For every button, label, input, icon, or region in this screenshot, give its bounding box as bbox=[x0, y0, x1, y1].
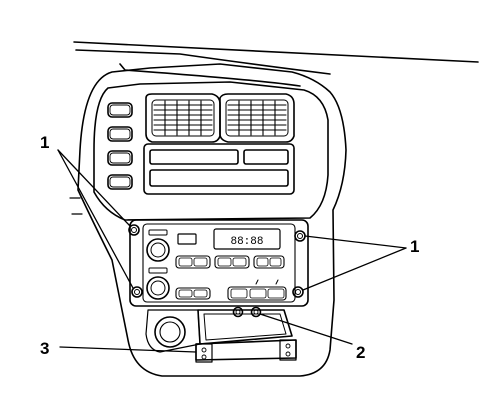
cigarette-lighter[interactable] bbox=[154, 316, 186, 348]
radio-mounting-screw-bottom-right[interactable] bbox=[292, 286, 304, 298]
radio-volume-knob[interactable] bbox=[146, 238, 170, 262]
radio-mounting-screw-top-left[interactable] bbox=[128, 224, 140, 236]
dash-top-line bbox=[73, 41, 479, 63]
switch-button-4[interactable] bbox=[107, 174, 133, 190]
radio-tune-knob[interactable] bbox=[146, 276, 170, 300]
radio-mounting-screw-bottom-left[interactable] bbox=[131, 286, 143, 298]
info-display-window-right bbox=[243, 149, 289, 165]
callout-number-mount-screws-right: 1 bbox=[410, 237, 419, 256]
left-air-vent[interactable] bbox=[145, 93, 221, 143]
center-stack-inner-bezel bbox=[93, 81, 329, 221]
info-display-panel bbox=[143, 143, 295, 195]
callout-number-storage-bin-bracket: 3 bbox=[40, 339, 49, 358]
center-stack-outer-bezel bbox=[77, 63, 347, 377]
lower-compartment-opening bbox=[145, 309, 201, 353]
radio-small-button[interactable] bbox=[177, 233, 197, 245]
radio-faceplate bbox=[129, 219, 309, 307]
radio-preset-buttons[interactable] bbox=[175, 255, 285, 269]
info-display-strip bbox=[149, 169, 289, 187]
switch-button-3[interactable] bbox=[107, 150, 133, 166]
callout-leaders bbox=[57, 149, 407, 353]
storage-bin[interactable] bbox=[195, 309, 297, 363]
switch-button-2[interactable] bbox=[107, 126, 133, 142]
dash-top-line-lower bbox=[75, 49, 331, 75]
storage-bin-nut-left[interactable] bbox=[232, 306, 244, 318]
radio-clock-digits: 88:88 bbox=[230, 236, 263, 248]
radio-clock-display bbox=[213, 228, 281, 250]
callout-number-storage-bin-nut: 2 bbox=[356, 343, 365, 362]
storage-bin-nut-right[interactable] bbox=[250, 306, 262, 318]
dash-upper-contour bbox=[119, 63, 301, 87]
callout-number-mount-screws-left: 1 bbox=[40, 133, 49, 152]
info-display-window-left bbox=[149, 149, 239, 165]
right-air-vent[interactable] bbox=[219, 93, 295, 143]
radio-inner-panel bbox=[142, 223, 296, 303]
switch-button-1[interactable] bbox=[107, 102, 133, 118]
radio-lower-buttons[interactable] bbox=[175, 286, 287, 301]
radio-mounting-screw-top-right[interactable] bbox=[294, 230, 306, 242]
